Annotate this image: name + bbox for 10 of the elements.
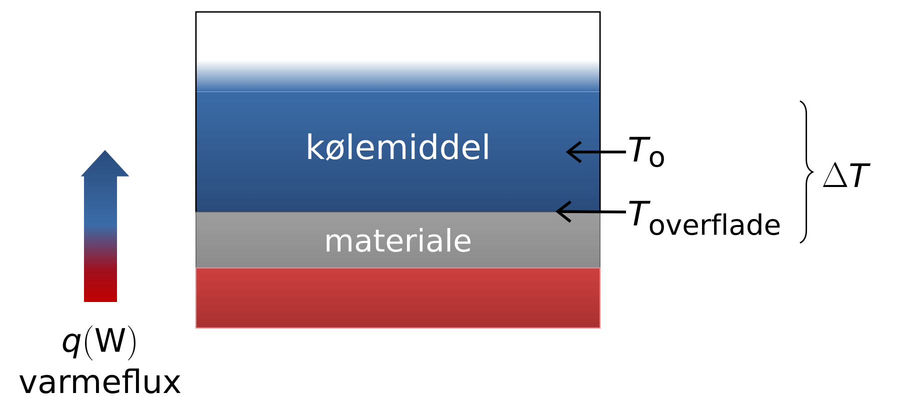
coolant-box: kølemiddel [195, 11, 601, 213]
temperature-label: $T_{\mathrm{overflade}}$ [629, 200, 780, 236]
text-label: $\Delta T$ [822, 162, 871, 187]
text-label: $q(\mathrm{W})$ [62, 326, 136, 360]
text-label: varmeflux [19, 368, 181, 394]
material-box: materiale [196, 212, 600, 268]
arrow [555, 200, 626, 223]
temperature-label: $T_{\mathrm{o}}$ [629, 136, 664, 168]
heater-box [195, 267, 601, 329]
arrow [566, 140, 626, 164]
